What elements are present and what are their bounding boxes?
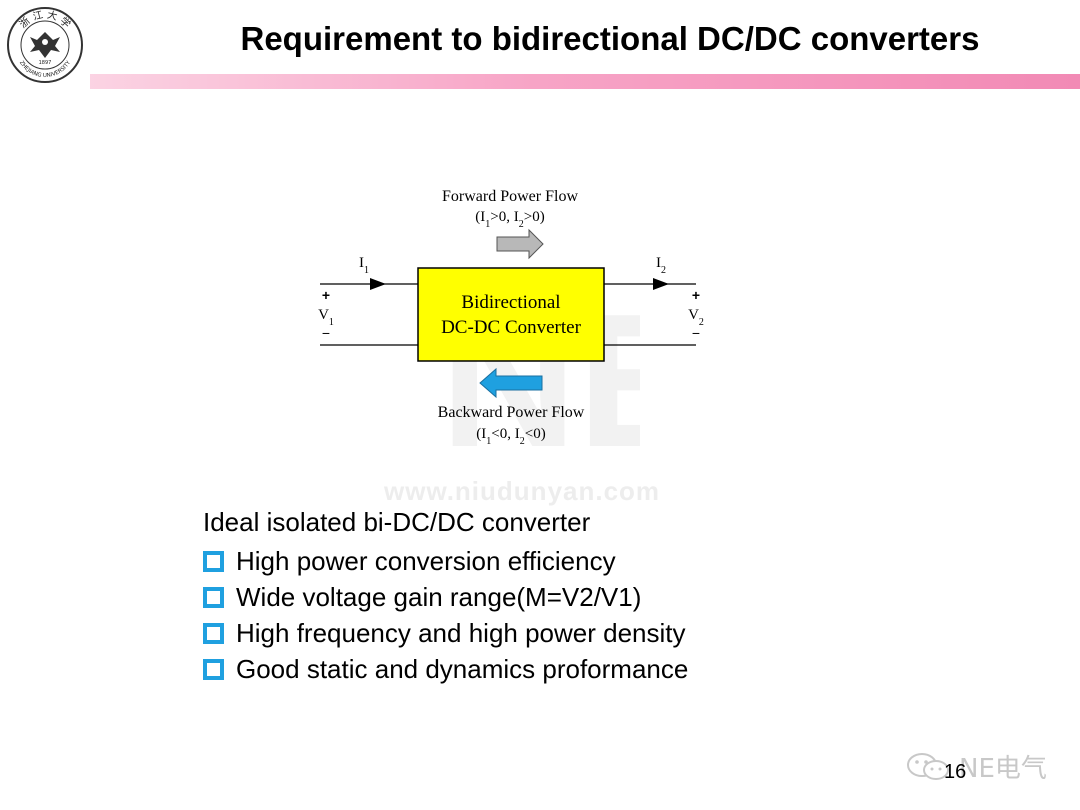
page-number: 16 bbox=[944, 761, 967, 783]
backward-flow-label: Backward Power Flow bbox=[438, 404, 585, 421]
i2-arrow-icon bbox=[653, 278, 669, 290]
title-underline-bar bbox=[90, 74, 1080, 89]
v2-minus: − bbox=[692, 325, 700, 341]
list-item: High frequency and high power density bbox=[203, 615, 903, 651]
forward-flow-condition: (I1>0, I2>0) bbox=[475, 209, 544, 230]
converter-box-line2: DC-DC Converter bbox=[441, 317, 582, 338]
source-label: NE电气 bbox=[959, 753, 1047, 784]
requirements-heading: Ideal isolated bi-DC/DC converter bbox=[203, 507, 591, 537]
list-item: Good static and dynamics proformance bbox=[203, 651, 903, 687]
converter-box-line1: Bidirectional bbox=[461, 292, 560, 313]
v1-minus: − bbox=[322, 325, 330, 341]
square-bullet-icon bbox=[203, 586, 224, 608]
v2-plus: + bbox=[692, 287, 700, 303]
watermark-url: www.niudunyan.com bbox=[384, 476, 661, 506]
square-bullet-icon bbox=[203, 658, 224, 680]
converter-diagram: Forward Power Flow (I1>0, I2>0) Bidirect… bbox=[318, 188, 704, 447]
wechat-icon bbox=[907, 753, 949, 780]
square-bullet-icon bbox=[203, 550, 224, 572]
square-bullet-icon bbox=[203, 622, 224, 644]
source-watermark: NE电气 bbox=[905, 746, 1047, 786]
i2-label: I2 bbox=[656, 255, 666, 276]
list-item: Wide voltage gain range(M=V2/V1) bbox=[203, 579, 903, 615]
backward-flow-condition: (I1<0, I2<0) bbox=[476, 426, 545, 447]
slide-title: Requirement to bidirectional DC/DC conve… bbox=[240, 20, 980, 57]
list-item-text: High frequency and high power density bbox=[236, 617, 686, 648]
converter-box bbox=[417, 267, 605, 362]
requirements-block: Ideal isolated bi-DC/DC converter High p… bbox=[203, 507, 903, 687]
forward-flow-label: Forward Power Flow bbox=[442, 188, 578, 205]
i1-label: I1 bbox=[359, 255, 369, 276]
v1-plus: + bbox=[322, 287, 330, 303]
i1-arrow-icon bbox=[370, 278, 386, 290]
list-item-text: High power conversion efficiency bbox=[236, 545, 616, 576]
forward-arrow-icon bbox=[496, 228, 544, 260]
university-logo: 浙 江 大 学 ZHEJIANG UNIVERSITY 1897 bbox=[7, 7, 83, 83]
list-item-text: Wide voltage gain range(M=V2/V1) bbox=[236, 581, 642, 612]
list-item: High power conversion efficiency bbox=[203, 543, 903, 579]
logo-year: 1897 bbox=[39, 60, 52, 66]
list-item-text: Good static and dynamics proformance bbox=[236, 653, 689, 684]
backward-arrow-icon bbox=[479, 367, 543, 399]
